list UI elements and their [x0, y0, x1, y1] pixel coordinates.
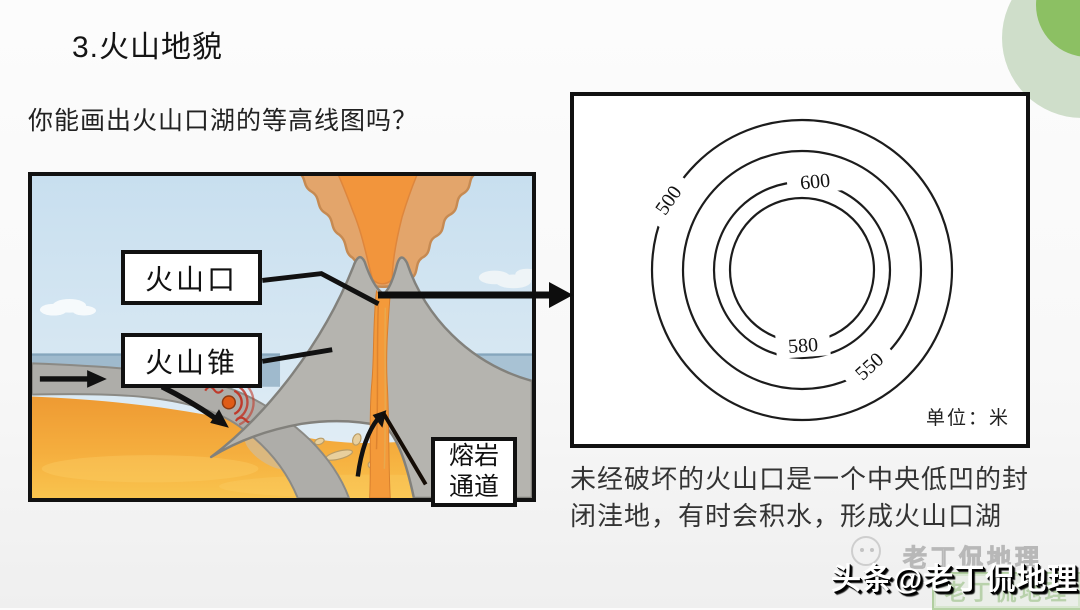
contour-value-600: 600 — [785, 165, 845, 196]
contour-value-550: 550 — [840, 338, 898, 393]
contour-map-frame: 500 550 600 580 单位：米 — [570, 92, 1030, 448]
contour-ring-580 — [728, 196, 876, 344]
cloud-left — [39, 298, 96, 316]
crater-label-box: 火山口 — [121, 250, 262, 305]
subduction-arrow-icon — [160, 384, 229, 428]
contour-value-580: 580 — [775, 330, 831, 359]
lava-channel-callout-line — [381, 412, 428, 486]
contour-ring-500 — [650, 118, 954, 422]
cloud-right — [478, 268, 532, 289]
crater-label: 火山口 — [144, 263, 238, 295]
lava-channel-label-box: 熔岩 通道 — [431, 437, 517, 507]
plate-motion-arrow-icon — [39, 370, 107, 388]
caption-text: 未经破坏的火山口是一个中央低凹的封 闭洼地，有时会积水，形成火山口湖 — [570, 461, 1050, 535]
contour-value-500: 500 — [641, 170, 694, 230]
question-text: 你能画出火山口湖的等高线图吗？ — [28, 107, 419, 135]
lava-channel-label-line1: 熔岩 — [448, 442, 499, 470]
contour-map-illustration: 500 550 600 580 — [641, 118, 954, 422]
watermark-smiley-icon — [851, 536, 881, 566]
unit-label: 单位：米 — [925, 408, 1010, 429]
watermark-green-stamp: 老丁侃地理 — [932, 572, 1080, 610]
svg-text:580: 580 — [787, 334, 818, 358]
caption-line-1: 未经破坏的火山口是一个中央低凹的封 — [570, 464, 1030, 494]
watermark-stamp-text: 老丁侃地理 — [944, 580, 1070, 605]
svg-text:600: 600 — [799, 169, 831, 194]
contour-ring-600 — [712, 180, 892, 360]
cone-callout-line — [261, 347, 333, 364]
caption-line-2: 闭洼地，有时会积水，形成火山口湖 — [570, 501, 1003, 531]
cone-label: 火山锥 — [144, 346, 238, 378]
contour-ring-550 — [681, 149, 923, 391]
page-title: 3.火山地貌 — [72, 31, 224, 64]
crater-callout-line — [262, 271, 380, 306]
lava-channel-label-line2: 通道 — [448, 473, 499, 501]
watermark-main-text: 头条@老丁侃地理 — [831, 563, 1079, 596]
watermark-ghost-text: 老丁侃地理 — [903, 545, 1043, 573]
cone-label-box: 火山锥 — [121, 333, 262, 388]
magma-highlight — [41, 455, 259, 483]
crater-to-map-arrow-icon — [378, 282, 573, 308]
